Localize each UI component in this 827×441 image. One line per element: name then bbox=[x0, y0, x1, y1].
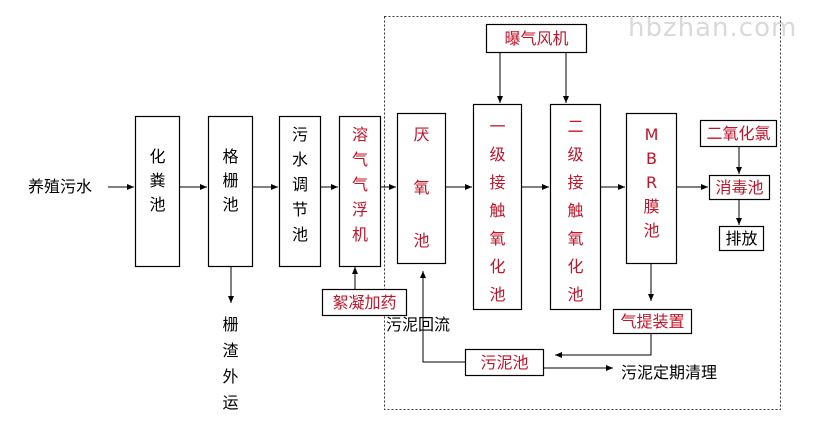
node-tiaojie: 污水调节池 bbox=[278, 115, 322, 268]
node-baoqi: 曝气风机 bbox=[485, 23, 588, 54]
node-baoqi-label: 曝气风机 bbox=[504, 29, 568, 48]
node-jiechu2: 二级接触氧化池 bbox=[549, 103, 602, 311]
node-yanyang: 厌氧池 bbox=[396, 112, 447, 265]
node-wuni: 污泥池 bbox=[464, 348, 545, 377]
node-geshan-label: 格栅池 bbox=[222, 147, 238, 214]
node-huafen: 化粪池 bbox=[134, 115, 181, 268]
edges bbox=[108, 53, 742, 371]
node-hunning: 絮凝加药 bbox=[321, 288, 408, 317]
label-huiliu: 污泥回流 bbox=[386, 315, 450, 334]
node-qifu: 溶气气浮机 bbox=[338, 115, 382, 268]
label-zhazha: 栅渣外运 bbox=[222, 315, 238, 412]
node-hunning-label: 絮凝加药 bbox=[332, 293, 396, 312]
node-eryanghua: 二氧化氯 bbox=[699, 119, 778, 148]
node-qifu-label: 溶气气浮机 bbox=[352, 125, 368, 244]
node-eryanghua-label: 二氧化氯 bbox=[706, 124, 770, 143]
edge-qiti-wuni bbox=[555, 334, 652, 358]
label-qingli: 污泥定期清理 bbox=[621, 363, 717, 382]
node-paifang: 排放 bbox=[718, 225, 765, 252]
node-geshan: 格栅池 bbox=[207, 115, 254, 268]
node-paifang-label: 排放 bbox=[725, 229, 757, 248]
node-xiaodu: 消毒池 bbox=[708, 174, 771, 201]
node-wuni-label: 污泥池 bbox=[480, 353, 528, 372]
edge-wuni-yanyang-return bbox=[420, 271, 465, 363]
node-jiechu2-label: 二级接触氧化池 bbox=[567, 117, 583, 304]
node-tiaojie-label: 污水调节池 bbox=[292, 125, 308, 244]
node-yanyang-label: 厌氧池 bbox=[413, 125, 429, 250]
node-jiechu1-label: 一级接触氧化池 bbox=[489, 117, 505, 304]
node-huafen-label: 化粪池 bbox=[149, 147, 165, 214]
boundary-dashed-box bbox=[384, 16, 781, 410]
node-qiti-label: 气提装置 bbox=[620, 312, 684, 331]
node-jiechu1: 一级接触氧化池 bbox=[472, 103, 523, 311]
watermark-text: hbzhan.com bbox=[628, 13, 797, 43]
node-qiti: 气提装置 bbox=[612, 308, 693, 335]
input-label: 养殖污水 bbox=[28, 177, 92, 196]
node-xiaodu-label: 消毒池 bbox=[715, 178, 763, 197]
